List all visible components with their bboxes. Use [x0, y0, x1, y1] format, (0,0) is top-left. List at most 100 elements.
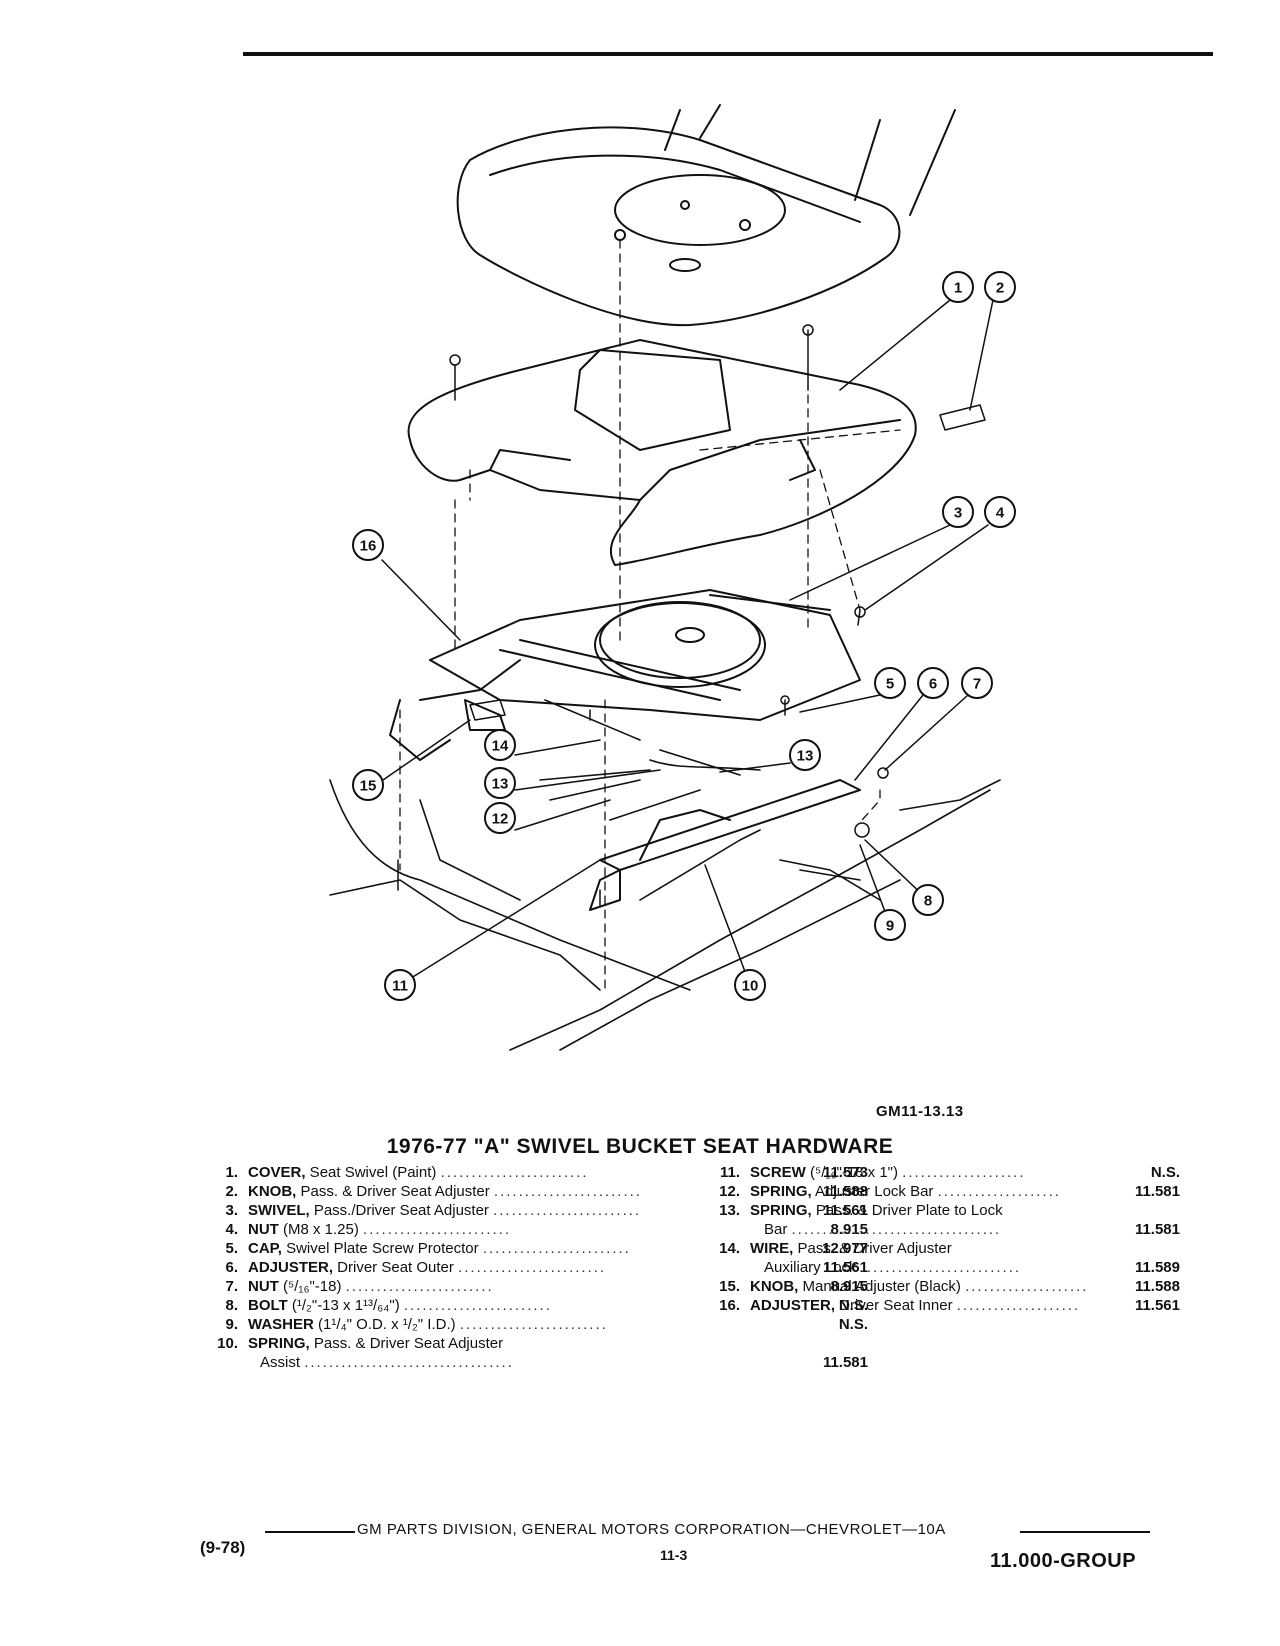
parts-row: 10. SPRING, Pass. & Driver Seat Adjuster — [200, 1334, 680, 1353]
part-description: SCREW (⁵/₁₆"-18 x 1") ..................… — [750, 1164, 1026, 1181]
callout-5-label: 5 — [886, 676, 894, 693]
part-group-code: 11.588 — [822, 1183, 868, 1200]
parts-row: 6. ADJUSTER, Driver Seat Outer .........… — [200, 1258, 868, 1277]
callout-3-label: 3 — [954, 505, 962, 522]
part-group-code: 11.573 — [822, 1164, 868, 1181]
parts-row: 15. KNOB, Manual Adjuster (Black) ......… — [702, 1277, 1182, 1296]
callout-6-label: 6 — [929, 676, 937, 693]
part-description: Bar .................................. — [764, 1221, 1002, 1238]
callout-4-label: 4 — [996, 505, 1005, 522]
callout-3 — [942, 496, 974, 528]
callout-11-label: 11 — [392, 978, 408, 995]
parts-row: Bar .................................. 1… — [702, 1220, 1182, 1239]
parts-row: 4. NUT (M8 x 1.25) .....................… — [200, 1220, 868, 1239]
page-number: 11-3 — [660, 1547, 688, 1563]
part-description: SWIVEL, Pass./Driver Seat Adjuster .....… — [248, 1202, 642, 1219]
part-description: WASHER (1¹/₄" O.D. x ¹/₂" I.D.) ........… — [248, 1316, 608, 1333]
page-title: 1976-77 "A" SWIVEL BUCKET SEAT HARDWARE — [386, 1135, 894, 1158]
callout-16-label: 16 — [360, 538, 377, 555]
callout-4 — [984, 496, 1016, 528]
callout-13b — [789, 739, 821, 771]
callout-10-label: 10 — [742, 978, 759, 995]
part-description: COVER, Seat Swivel (Paint) .............… — [248, 1164, 589, 1181]
part-group-code: 11.561 — [1134, 1297, 1180, 1314]
part-description: KNOB, Manual Adjuster (Black) ..........… — [750, 1278, 1089, 1295]
footer-date: (9-78) — [200, 1538, 246, 1557]
swivel-plate-drawing — [389, 589, 861, 761]
dashed-assembly-lines — [399, 239, 901, 991]
part-description: NUT (⁵/₁₆"-18) ........................ — [248, 1278, 494, 1295]
parts-row: 2. KNOB, Pass. & Driver Seat Adjuster ..… — [200, 1182, 868, 1201]
springs-drawing — [539, 699, 761, 901]
parts-list-right: 11. SCREW (⁵/₁₆"-18 x 1") ..............… — [702, 1163, 1182, 1315]
part-number: 5. — [225, 1240, 238, 1257]
swivel-cover-drawing — [407, 339, 917, 566]
callout-8-label: 8 — [924, 893, 932, 910]
callout-12-label: 12 — [492, 811, 509, 828]
parts-row: 3. SWIVEL, Pass./Driver Seat Adjuster ..… — [200, 1201, 868, 1220]
parts-row: 14. WIRE, Pass. & Driver Adjuster — [702, 1239, 1182, 1258]
parts-row: 8. BOLT (¹/₂"-13 x 1¹³/₆₄") ............… — [200, 1296, 868, 1315]
callout-7 — [961, 667, 993, 699]
callout-13b-label: 13 — [797, 748, 814, 765]
part-description: BOLT (¹/₂"-13 x 1¹³/₆₄") ...............… — [248, 1297, 552, 1314]
callout-5 — [874, 667, 906, 699]
callout-10 — [734, 969, 766, 1001]
part-number: 7. — [225, 1278, 238, 1295]
part-description: ADJUSTER, Driver Seat Outer ............… — [248, 1259, 607, 1276]
callout-6 — [917, 667, 949, 699]
part-group-code: 8.915 — [830, 1221, 868, 1238]
callout-1 — [942, 271, 974, 303]
parts-list-left: 1. COVER, Seat Swivel (Paint) ..........… — [200, 1163, 868, 1372]
part-group-code: 11.589 — [1134, 1259, 1180, 1276]
part-group-code: 11.588 — [1134, 1278, 1180, 1295]
figure-id: GM11-13.13 — [876, 1103, 964, 1120]
callout-7-label: 7 — [973, 676, 981, 693]
part-group-code: 11.581 — [1134, 1183, 1180, 1200]
floor-drawing — [329, 779, 1001, 1051]
footer-rule-right — [1020, 1531, 1150, 1533]
part-number: 3. — [225, 1202, 238, 1219]
callout-9-label: 9 — [886, 918, 894, 935]
callout-16 — [352, 529, 384, 561]
parts-row: 12. SPRING, Adjuster Lock Bar ..........… — [702, 1182, 1182, 1201]
parts-row: 16. ADJUSTER, Driver Seat Inner ........… — [702, 1296, 1182, 1315]
part-number: 8. — [225, 1297, 238, 1314]
part-description: Assist .................................… — [260, 1354, 514, 1371]
hardware-drawing — [397, 324, 986, 906]
parts-row: Auxiliary Lock .........................… — [702, 1258, 1182, 1277]
callout-13a-label: 13 — [492, 776, 509, 793]
part-description: KNOB, Pass. & Driver Seat Adjuster .....… — [248, 1183, 642, 1200]
callout-2 — [984, 271, 1016, 303]
part-number: 9. — [225, 1316, 238, 1333]
part-description: SPRING, Adjuster Lock Bar ..............… — [750, 1183, 1061, 1200]
part-number: 4. — [225, 1221, 238, 1238]
part-number: 10. — [217, 1335, 238, 1352]
footer-publisher-line: GM PARTS DIVISION, GENERAL MOTORS CORPOR… — [265, 1521, 1150, 1543]
callout-11 — [384, 969, 416, 1001]
part-number: 12. — [719, 1183, 740, 1200]
top-rule — [243, 52, 1213, 56]
part-description: WIRE, Pass. & Driver Adjuster — [750, 1240, 952, 1257]
parts-row: 13. SPRING, Pass. & Driver Plate to Lock — [702, 1201, 1182, 1220]
callout-1-label: 1 — [954, 280, 962, 297]
group-number: 11.000-GROUP — [990, 1550, 1137, 1572]
part-group-code: 11.581 — [1134, 1221, 1180, 1238]
parts-row: 9. WASHER (1¹/₄" O.D. x ¹/₂" I.D.) .....… — [200, 1315, 868, 1334]
callout-15-label: 15 — [360, 778, 377, 795]
callout-13a — [484, 767, 516, 799]
part-group-code: N.S. — [838, 1297, 868, 1314]
part-description: SPRING, Pass. & Driver Seat Adjuster — [248, 1335, 504, 1352]
part-number: 6. — [225, 1259, 238, 1276]
footer-rule-left — [265, 1531, 355, 1533]
callout-2-label: 2 — [996, 280, 1004, 297]
callout-12 — [484, 802, 516, 834]
part-description: NUT (M8 x 1.25) ........................ — [248, 1221, 512, 1238]
parts-row: 7. NUT (⁵/₁₆"-18) ......................… — [200, 1277, 868, 1296]
exploded-diagram: 1 2 3 4 5 6 7 8 9 10 11 12 13 13 14 15 1… — [329, 104, 1016, 1051]
part-description: ADJUSTER, Driver Seat Inner ............… — [750, 1297, 1081, 1314]
part-group-code: N.S. — [1150, 1164, 1180, 1181]
parts-row: 1. COVER, Seat Swivel (Paint) ..........… — [200, 1163, 868, 1182]
part-number: 13. — [719, 1202, 740, 1219]
